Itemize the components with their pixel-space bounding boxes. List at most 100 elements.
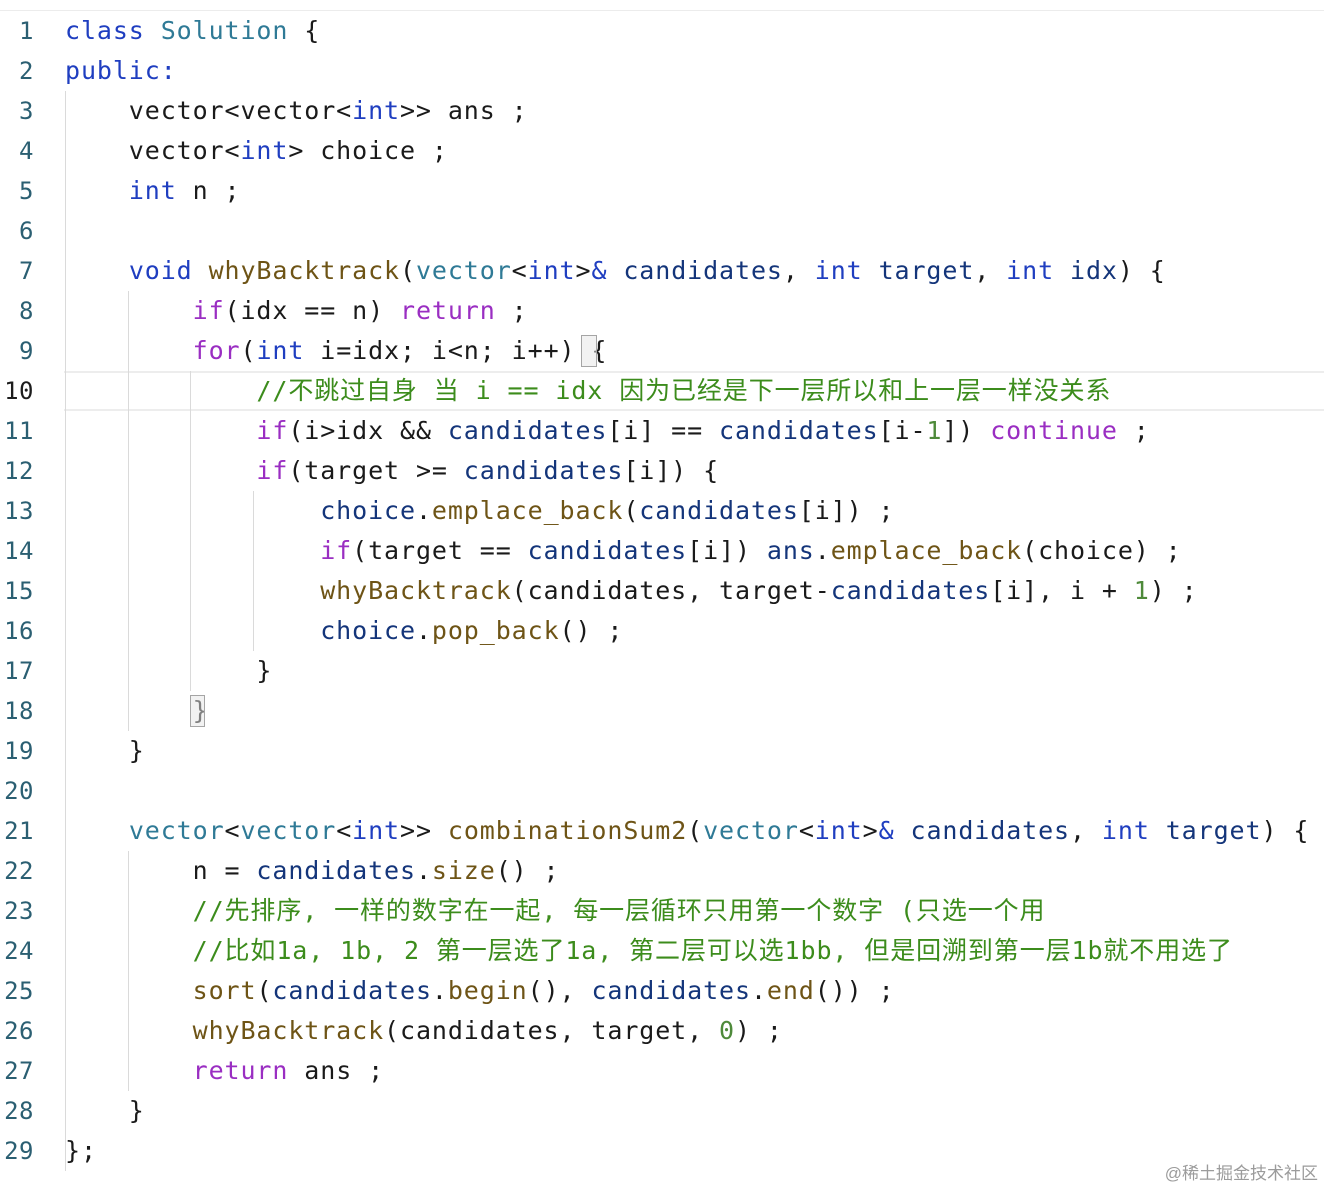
code-line[interactable]: 23 //先排序, 一样的数字在一起, 每一层循环只用第一个数字 (只选一个用 xyxy=(0,891,1324,931)
code-token: ) { xyxy=(1117,256,1166,285)
code-token: (candidates, target, xyxy=(384,1016,720,1045)
line-number: 3 xyxy=(19,97,34,125)
code-token: 1 xyxy=(926,416,943,445)
code-token: ( xyxy=(400,256,416,285)
code-line[interactable]: 6 xyxy=(0,211,1324,251)
code-line[interactable]: 4 vector<int> choice ; xyxy=(0,131,1324,171)
code-token: int xyxy=(1006,256,1055,285)
code-token: ) { xyxy=(1261,816,1310,845)
line-number: 23 xyxy=(4,897,34,925)
code-token: if xyxy=(320,536,353,565)
code-line[interactable]: 12 if(target >= candidates[i]) { xyxy=(0,451,1324,491)
code-token xyxy=(895,816,911,845)
code-token: Solution xyxy=(160,16,289,45)
code-token: pop_back xyxy=(431,616,560,645)
code-token: 0 xyxy=(719,1016,735,1045)
code-token: ; xyxy=(1117,416,1150,445)
code-token: //比如1a, 1b, 2 第一层选了1a, 第二层可以选1bb, 但是回溯到第… xyxy=(192,936,1233,965)
code-text: class Solution { xyxy=(65,11,320,51)
code-token: }; xyxy=(65,1136,97,1165)
code-token: candidates xyxy=(830,576,991,605)
code-token xyxy=(1150,816,1166,845)
code-line[interactable]: 21 vector<vector<int>> combinationSum2(v… xyxy=(0,811,1324,851)
code-token: . xyxy=(415,856,432,885)
code-token: < xyxy=(336,816,353,845)
code-token: ]) xyxy=(942,416,991,445)
code-text: int n ; xyxy=(65,171,240,211)
code-line[interactable]: 14 if(target == candidates[i]) ans.empla… xyxy=(0,531,1324,571)
code-line[interactable]: 15 whyBacktrack(candidates, target-candi… xyxy=(0,571,1324,611)
code-token: & xyxy=(878,816,895,845)
code-token xyxy=(65,416,256,445)
code-text: sort(candidates.begin(), candidates.end(… xyxy=(65,971,895,1011)
code-token: candidates xyxy=(910,816,1071,845)
code-token: > xyxy=(575,256,592,285)
code-text: } xyxy=(65,651,272,691)
line-number: 21 xyxy=(4,817,34,845)
code-line[interactable]: 19 } xyxy=(0,731,1324,771)
code-token xyxy=(145,16,161,45)
code-token: >> ans ; xyxy=(399,96,528,125)
code-token: int xyxy=(352,816,401,845)
code-line[interactable]: 27 return ans ; xyxy=(0,1051,1324,1091)
code-token: idx xyxy=(1070,256,1118,285)
code-line-current[interactable]: 10 //不跳过自身 当 i == idx 因为已经是下一层所以和上一层一样没关… xyxy=(0,371,1324,411)
code-token: candidates xyxy=(463,456,624,485)
code-line[interactable]: 13 choice.emplace_back(candidates[i]) ; xyxy=(0,491,1324,531)
code-token: candidates xyxy=(623,256,783,285)
code-token: [i]) ; xyxy=(798,496,895,525)
code-token: vector xyxy=(128,816,225,845)
code-line[interactable]: 16 choice.pop_back() ; xyxy=(0,611,1324,651)
code-text: whyBacktrack(candidates, target, 0) ; xyxy=(65,1011,783,1051)
code-line[interactable]: 24 //比如1a, 1b, 2 第一层选了1a, 第二层可以选1bb, 但是回… xyxy=(0,931,1324,971)
code-line[interactable]: 20 xyxy=(0,771,1324,811)
code-token xyxy=(65,616,320,645)
code-line[interactable]: 9 for(int i=idx; i<n; i++) { xyxy=(0,331,1324,371)
code-line[interactable]: 11 if(i>idx && candidates[i] == candidat… xyxy=(0,411,1324,451)
code-line[interactable]: 7 void whyBacktrack(vector<int>& candida… xyxy=(0,251,1324,291)
line-number: 10 xyxy=(4,377,34,405)
code-line[interactable]: 5 int n ; xyxy=(0,171,1324,211)
code-line[interactable]: 8 if(idx == n) return ; xyxy=(0,291,1324,331)
code-text: } xyxy=(65,731,145,771)
code-token: . xyxy=(431,976,448,1005)
line-number: 20 xyxy=(4,777,34,805)
code-token: [i]) xyxy=(687,536,767,565)
code-line[interactable]: 22 n = candidates.size() ; xyxy=(0,851,1324,891)
code-token: < xyxy=(798,816,815,845)
code-line[interactable]: 26 whyBacktrack(candidates, target, 0) ; xyxy=(0,1011,1324,1051)
code-token: choice xyxy=(320,496,416,525)
code-token: [i] == xyxy=(607,416,720,445)
code-line[interactable]: 25 sort(candidates.begin(), candidates.e… xyxy=(0,971,1324,1011)
code-token: 1 xyxy=(1133,576,1150,605)
code-token: int xyxy=(240,136,289,165)
code-line[interactable]: 29}; xyxy=(0,1131,1324,1171)
code-token: vector xyxy=(415,256,512,285)
code-token: candidates xyxy=(272,976,432,1005)
code-token: emplace_back xyxy=(431,496,624,525)
line-number: 12 xyxy=(4,457,34,485)
code-token xyxy=(193,256,209,285)
code-token: choice xyxy=(320,616,416,645)
code-token: >> xyxy=(400,816,448,845)
code-token: int xyxy=(814,256,863,285)
code-editor[interactable]: 29};28 }27 return ans ;26 whyBacktrack(c… xyxy=(0,11,1324,1171)
line-number: 6 xyxy=(19,217,34,245)
indent-guide xyxy=(128,851,129,1091)
code-token: candidates xyxy=(719,416,879,445)
code-line[interactable]: 17 } xyxy=(0,651,1324,691)
line-number: 7 xyxy=(19,257,34,285)
code-token: ans xyxy=(766,536,815,565)
code-token: whyBacktrack xyxy=(208,256,400,285)
code-line[interactable]: 28 } xyxy=(0,1091,1324,1131)
code-token: (i>idx && xyxy=(288,416,448,445)
code-token: () ; xyxy=(495,856,560,885)
line-number: 9 xyxy=(19,337,34,365)
code-token: [i- xyxy=(878,416,927,445)
code-text: if(target == candidates[i]) ans.emplace_… xyxy=(65,531,1182,571)
code-line[interactable]: 3 vector<vector<int>> ans ; xyxy=(0,91,1324,131)
code-token: int xyxy=(527,256,576,285)
code-token: ) ; xyxy=(734,1016,783,1045)
